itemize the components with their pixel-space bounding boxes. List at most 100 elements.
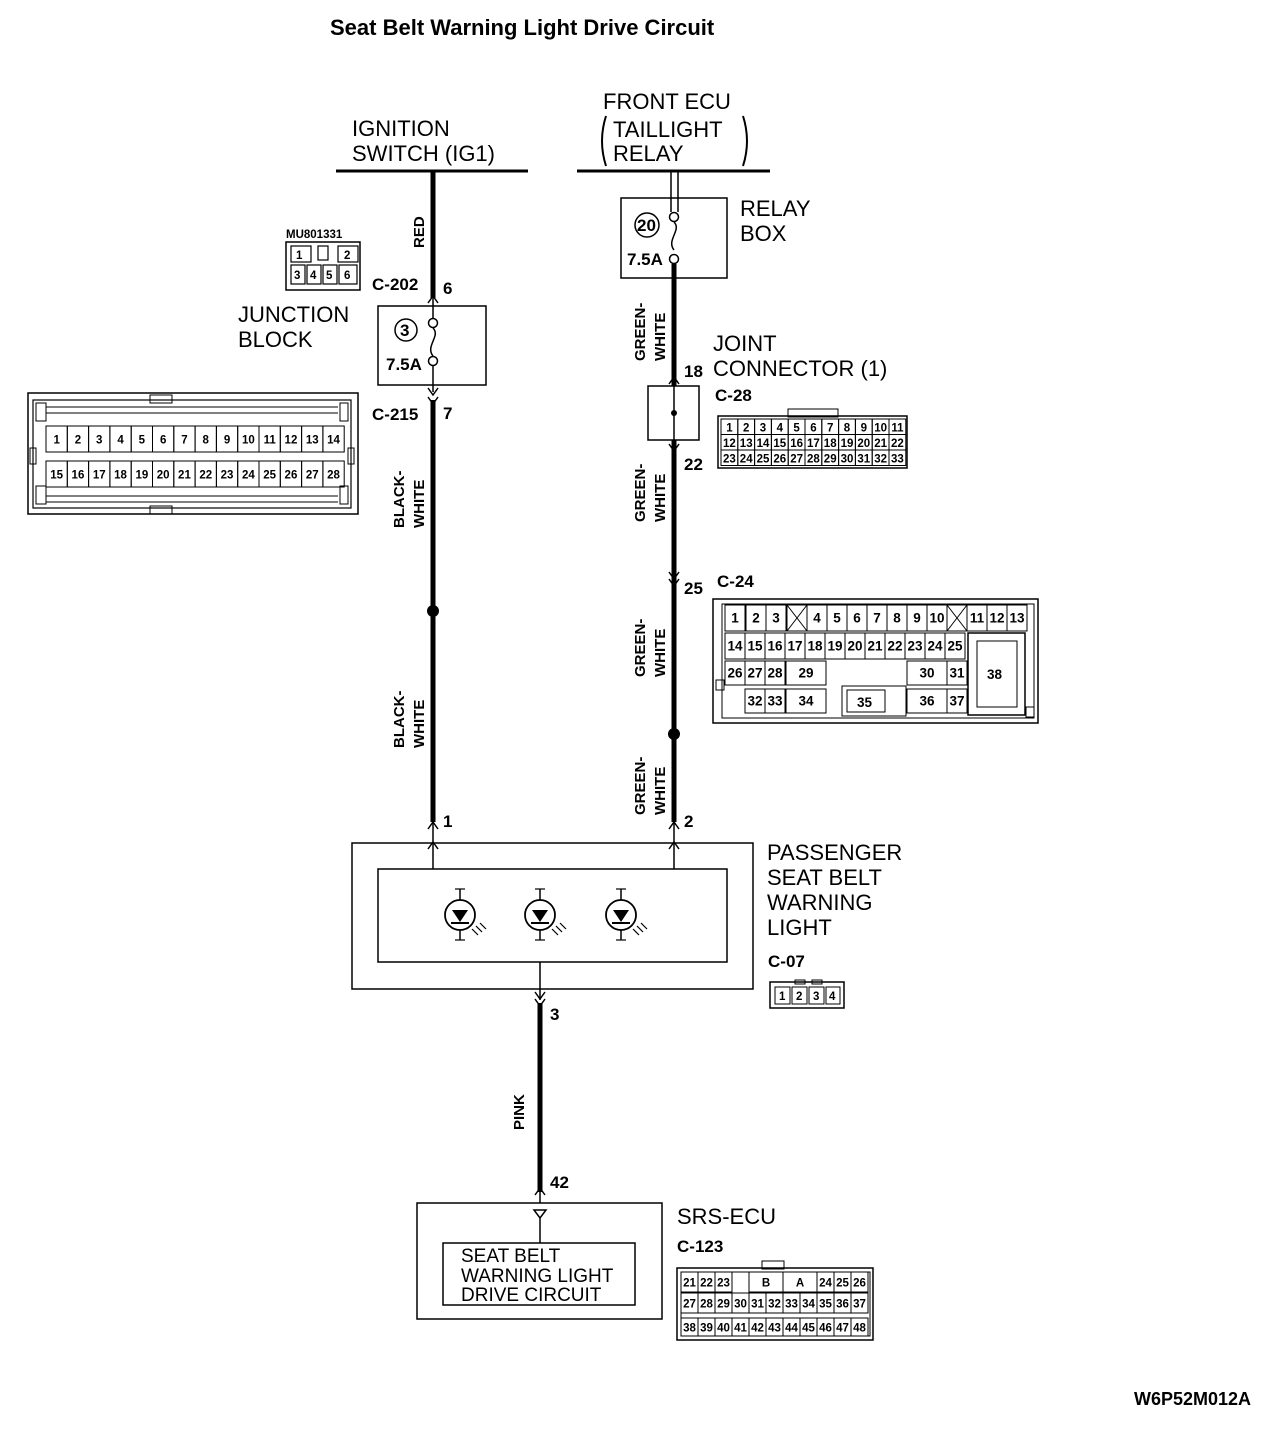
jb-connector-pin: 21 bbox=[178, 470, 191, 482]
c123-pin: 27 bbox=[683, 1299, 696, 1311]
c24-pin: 14 bbox=[727, 639, 743, 654]
c123-pin: 21 bbox=[683, 1278, 696, 1290]
c28-pin: 29 bbox=[824, 453, 837, 465]
c28-pin: 19 bbox=[841, 438, 854, 450]
c202-code: C-202 bbox=[372, 275, 418, 294]
c24-pin: 38 bbox=[987, 667, 1003, 682]
jb-connector-pin: 4 bbox=[117, 435, 124, 447]
junction-block-box bbox=[377, 305, 487, 386]
c24-pin: 21 bbox=[867, 639, 883, 654]
c123-pin: 25 bbox=[836, 1278, 849, 1290]
c24-pin: 15 bbox=[747, 639, 763, 654]
green-white-label-1b: WHITE bbox=[652, 313, 669, 361]
drive-circuit-label-3: DRIVE CIRCUIT bbox=[461, 1285, 602, 1306]
c07-pin: 1 bbox=[779, 991, 786, 1003]
joint-connector-label-2: CONNECTOR (1) bbox=[713, 356, 887, 381]
c28-pin: 10 bbox=[874, 422, 887, 434]
c24-pin: 36 bbox=[919, 694, 935, 709]
c24-pin: 16 bbox=[767, 639, 783, 654]
jb-connector-pin: 1 bbox=[53, 435, 60, 447]
c28-pin: 4 bbox=[777, 422, 784, 434]
jb-connector-pin: 8 bbox=[203, 435, 210, 447]
input-arrow-icon bbox=[532, 1209, 548, 1220]
front-ecu-label-3: RELAY bbox=[613, 141, 684, 166]
c24-pin: 3 bbox=[772, 611, 780, 626]
c123-pin: 33 bbox=[785, 1299, 798, 1311]
mu-pin: 3 bbox=[294, 270, 300, 282]
c123-pin: 29 bbox=[717, 1299, 730, 1311]
jb-connector-pin: 2 bbox=[75, 435, 81, 447]
c24-pin: 2 bbox=[752, 611, 760, 626]
c123-pin: 38 bbox=[683, 1323, 696, 1335]
c215-pin: 7 bbox=[443, 404, 452, 423]
passenger-light-label-3: WARNING bbox=[767, 890, 873, 915]
c24-pin: 35 bbox=[857, 695, 873, 710]
relay-box: 20 7.5A RELAY BOX bbox=[620, 171, 811, 279]
light-pin-1: 1 bbox=[443, 812, 452, 831]
c123-pin: 36 bbox=[836, 1299, 849, 1311]
mu-pin: 1 bbox=[296, 250, 303, 262]
mu-pin: 4 bbox=[310, 270, 317, 282]
c24-pin: 19 bbox=[827, 639, 842, 654]
c28-pin: 3 bbox=[760, 422, 766, 434]
c24-pin: 23 bbox=[907, 639, 923, 654]
passenger-warning-light: 1 2 bbox=[351, 812, 902, 1009]
splice-point bbox=[668, 728, 680, 740]
mu-pin: 2 bbox=[344, 250, 350, 262]
c28-pin: 23 bbox=[723, 453, 736, 465]
relay-box-label-2: BOX bbox=[740, 221, 787, 246]
green-white-label-2b: WHITE bbox=[652, 474, 669, 522]
green-white-label-3a: GREEN- bbox=[632, 619, 649, 677]
jb-connector-pin: 5 bbox=[139, 435, 146, 447]
c28-pin: 7 bbox=[827, 422, 833, 434]
pink-wire-label: PINK bbox=[511, 1094, 528, 1130]
c28-code: C-28 bbox=[715, 386, 752, 405]
front-ecu-label-2: TAILLIGHT bbox=[613, 117, 723, 142]
c24-pin: 30 bbox=[919, 666, 934, 681]
srs-pin: 42 bbox=[550, 1173, 569, 1192]
c24-pin: 8 bbox=[893, 611, 901, 626]
jb-connector-pin: 22 bbox=[199, 470, 212, 482]
c123-pin: 23 bbox=[717, 1278, 730, 1290]
c28-pin: 1 bbox=[726, 422, 733, 434]
c123-code: C-123 bbox=[677, 1237, 723, 1256]
relay-fuse-number: 20 bbox=[637, 216, 656, 235]
green-white-label-3b: WHITE bbox=[652, 629, 669, 677]
front-ecu: FRONT ECU TAILLIGHT RELAY bbox=[577, 89, 770, 173]
c28-pin: 24 bbox=[740, 453, 753, 465]
fuse-icon bbox=[671, 221, 677, 251]
c28-pin: 2 bbox=[743, 422, 749, 434]
c28-pin: 5 bbox=[793, 422, 800, 434]
c28-pin-in: 18 bbox=[684, 362, 703, 381]
c24-pin: 12 bbox=[989, 611, 1004, 626]
c123-pin: B bbox=[762, 1278, 770, 1290]
joint-connector-label-1: JOINT bbox=[713, 331, 777, 356]
c28-pin: 12 bbox=[723, 438, 736, 450]
c24-pin: 25 bbox=[684, 579, 703, 598]
junction-block: JUNCTION BLOCK 3 7.5A bbox=[238, 298, 487, 392]
c28-pin: 9 bbox=[861, 422, 867, 434]
passenger-light-label-4: LIGHT bbox=[767, 915, 832, 940]
c123-pin: 40 bbox=[717, 1323, 730, 1335]
jb-connector-pin: 17 bbox=[93, 470, 106, 482]
fuse-icon bbox=[430, 327, 436, 357]
c123-pin: 32 bbox=[768, 1299, 781, 1311]
jb-connector-pin: 12 bbox=[285, 435, 298, 447]
c123-pin: 44 bbox=[785, 1323, 798, 1335]
c28-pin: 27 bbox=[790, 453, 803, 465]
relay-fuse-rating: 7.5A bbox=[627, 250, 663, 269]
mu801331-connector: MU801331 1 2 3 4 5 6 bbox=[285, 229, 361, 291]
junction-block-label-1: JUNCTION bbox=[238, 302, 349, 327]
c24-pin: 32 bbox=[747, 694, 762, 709]
passenger-light-label-1: PASSENGER bbox=[767, 840, 902, 865]
c28-pin: 20 bbox=[857, 438, 870, 450]
c07-pin: 3 bbox=[813, 991, 819, 1003]
green-white-label-1a: GREEN- bbox=[632, 303, 649, 361]
jb-connector-pin: 6 bbox=[160, 435, 166, 447]
jb-connector-pin: 28 bbox=[327, 470, 340, 482]
c28-pin: 18 bbox=[824, 438, 837, 450]
c24-pin: 25 bbox=[947, 639, 963, 654]
jb-connector-pin: 18 bbox=[114, 470, 127, 482]
